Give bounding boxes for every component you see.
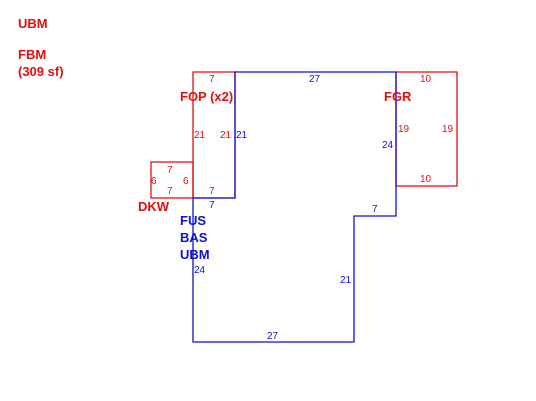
fbm-area-label: (309 sf)	[18, 64, 64, 79]
dkw-label: DKW	[138, 199, 170, 214]
fgr-top-dim: 10	[420, 74, 432, 85]
fgr-label: FGR	[384, 89, 412, 104]
main-right-upper-dim: 24	[382, 140, 394, 151]
dkw-right-dim: 6	[183, 176, 189, 187]
dkw-top-dim: 7	[167, 165, 173, 176]
main-bottom-dim: 27	[267, 331, 279, 342]
fop-right-dim: 21	[220, 130, 232, 141]
main-left-step-dim: 7	[209, 200, 215, 211]
main-upper-left-dim: 21	[236, 130, 248, 141]
fbm-header-label: FBM	[18, 47, 47, 62]
fop-left-dim: 21	[194, 130, 206, 141]
fop-top-dim: 7	[209, 74, 215, 85]
fop-bottom-dim: 7	[209, 186, 215, 197]
dkw-left-dim: 6	[151, 176, 157, 187]
fgr-right-dim: 19	[442, 124, 454, 135]
fgr-left-dim: 19	[398, 124, 410, 135]
ubm-header-label: UBM	[18, 16, 48, 31]
main-top-dim: 27	[309, 74, 321, 85]
fus-label: FUS	[180, 213, 206, 228]
main-right-step-dim: 7	[372, 204, 378, 215]
ubm-area-label: UBM	[180, 247, 210, 262]
bas-label: BAS	[180, 230, 208, 245]
main-footprint-outline	[192, 71, 397, 343]
main-right-lower-dim: 21	[340, 275, 352, 286]
fgr-bottom-dim: 10	[420, 174, 432, 185]
fop-label: FOP (x2)	[180, 89, 233, 104]
main-left-lower-dim: 24	[194, 265, 206, 276]
dkw-bottom-dim: 7	[167, 186, 173, 197]
